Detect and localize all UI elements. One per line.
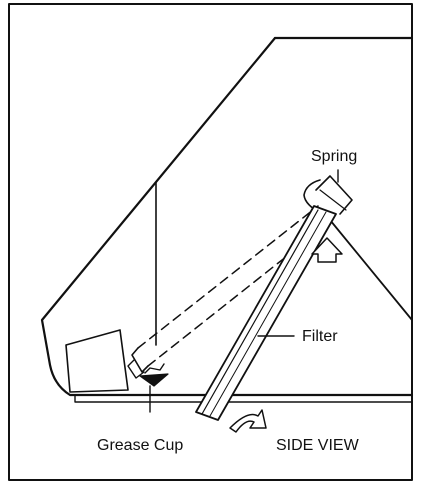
hood-bottom-lip: [74, 394, 413, 403]
light-panel: [65, 329, 129, 393]
grease-cup-rim: [144, 363, 165, 374]
baffle-edge: [329, 219, 413, 321]
filter-label: Filter: [302, 328, 338, 345]
grease-cup-label: Grease Cup: [97, 437, 183, 454]
filter-lower-clip-inner: [127, 359, 145, 379]
filter-installed-dashed: [137, 205, 331, 367]
filter-tilted: [195, 205, 337, 421]
spring-label: Spring: [311, 148, 357, 165]
up-arrow-icon: [311, 237, 343, 263]
frame-border: [8, 3, 413, 481]
grease-cup-icon: [139, 373, 169, 387]
filter-lower-clip: [131, 347, 149, 373]
side-view-label: SIDE VIEW: [276, 437, 360, 454]
hood-outer-outline: [40, 36, 414, 397]
curved-arrow-icon: [229, 409, 267, 433]
spring-coil: [319, 189, 347, 211]
spring-bracket: [315, 175, 353, 215]
